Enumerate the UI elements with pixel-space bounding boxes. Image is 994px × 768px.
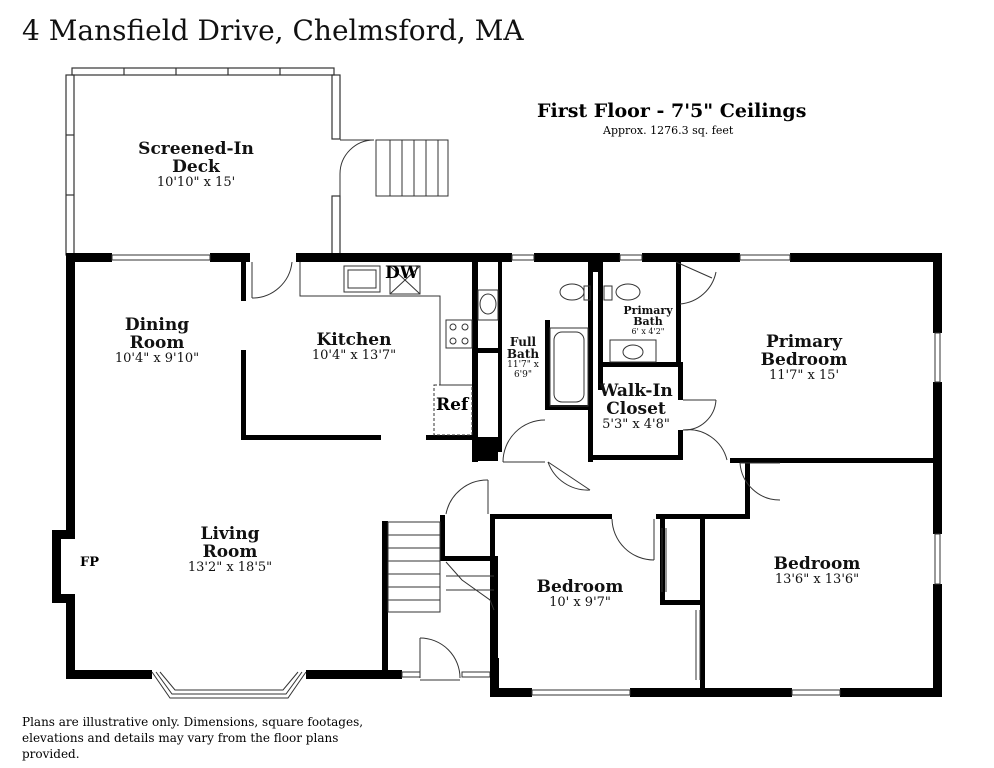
- room-label-primary-bedroom: Primary Bedroom 11'7" x 15': [744, 333, 864, 383]
- room-label-full-bath: Full Bath 11'7" x 6'9": [498, 336, 548, 380]
- page-title: 4 Mansfield Drive, Chelmsford, MA: [22, 14, 524, 47]
- room-label-dining: Dining Room 10'4" x 9'10": [102, 316, 212, 366]
- room-name: Screened-In Deck: [138, 139, 254, 177]
- room-dims: 5'3" x 4'8": [602, 417, 670, 432]
- deck-door: [339, 139, 375, 196]
- deck-stairs: [375, 139, 449, 197]
- room-dims: 13'6" x 13'6": [774, 572, 860, 587]
- exterior-walls: [52, 253, 942, 697]
- room-dims: 11'7" x 6'9": [507, 360, 539, 380]
- disclaimer: Plans are illustrative only. Dimensions,…: [22, 715, 364, 761]
- room-name: Primary Bedroom: [760, 332, 848, 370]
- room-label-kitchen: Kitchen 10'4" x 13'7": [312, 331, 396, 363]
- doors: [251, 261, 781, 681]
- room-name: Full Bath: [506, 335, 540, 361]
- room-label-walk-in-closet: Walk-In Closet 5'3" x 4'8": [591, 382, 681, 432]
- windows: [111, 254, 941, 696]
- fireplace-label: FP: [80, 555, 100, 570]
- right-wall-c: [933, 584, 942, 696]
- kitchen-sink: [343, 265, 381, 293]
- room-dims: 10'10" x 15': [156, 175, 236, 190]
- bottom-wall-bed-b: [630, 688, 792, 697]
- bottom-wall-living-right: [306, 670, 402, 679]
- room-name: Living Room: [200, 524, 260, 562]
- top-wall-d: [534, 253, 620, 262]
- top-wall-c: [296, 253, 512, 262]
- deck-right-rail-lower: [331, 195, 341, 255]
- room-dims: 10'4" x 13'7": [311, 348, 397, 363]
- floor-title: First Floor - 7'5" Ceilings: [537, 100, 807, 122]
- fridge-box: [433, 384, 473, 436]
- right-wall-a: [933, 253, 942, 333]
- room-name: Kitchen: [316, 330, 392, 350]
- interior-walls: [241, 253, 942, 694]
- room-label-living: Living Room 13'2" x 18'5": [185, 525, 275, 575]
- floor-area: Approx. 1276.3 sq. feet: [603, 124, 734, 137]
- room-name: Bedroom: [773, 554, 861, 574]
- deck-top-rail: [71, 67, 335, 76]
- bay-window: [151, 671, 307, 699]
- room-dims: 10'4" x 9'10": [114, 351, 200, 366]
- bottom-wall-bed2-c: [840, 688, 942, 697]
- kitchen-counters: [299, 262, 473, 436]
- dishwasher-label: DW: [385, 263, 419, 283]
- room-label-bedroom-2: Bedroom 13'6" x 13'6": [774, 555, 861, 587]
- bottom-wall-bed1-a: [490, 688, 532, 697]
- interior-stairs: [387, 521, 495, 613]
- deck-left-rail: [65, 74, 75, 256]
- top-wall-b: [210, 253, 250, 262]
- stove: [445, 319, 473, 349]
- room-label-bedroom-1: Bedroom 10' x 9'7": [537, 578, 624, 610]
- left-wall-lower: [66, 603, 75, 679]
- dishwasher-box: [389, 265, 421, 295]
- room-label-primary-bath: Primary Bath 6' x 4'2": [618, 305, 678, 336]
- top-wall-a: [66, 253, 112, 262]
- room-dims: 10' x 9'7": [549, 595, 611, 610]
- bottom-wall-living-left: [66, 670, 152, 679]
- left-wall-upper: [66, 253, 75, 531]
- room-name: Walk-In Closet: [599, 381, 673, 419]
- room-name: Dining Room: [124, 315, 190, 353]
- top-wall-f: [790, 253, 940, 262]
- stair-wall: [382, 521, 388, 679]
- deck-right-rail-upper: [331, 74, 341, 140]
- room-label-deck: Screened-In Deck 10'10" x 15': [126, 140, 266, 190]
- top-wall-e: [642, 253, 740, 262]
- room-dims: 6' x 4'2": [631, 327, 665, 336]
- room-name: Bedroom: [536, 577, 624, 597]
- room-dims: 13'2" x 18'5": [187, 560, 273, 575]
- room-dims: 11'7" x 15': [768, 368, 840, 383]
- room-name: Primary Bath: [623, 304, 673, 328]
- bath-fixtures: [477, 283, 657, 407]
- refrigerator-label: Ref: [436, 395, 469, 415]
